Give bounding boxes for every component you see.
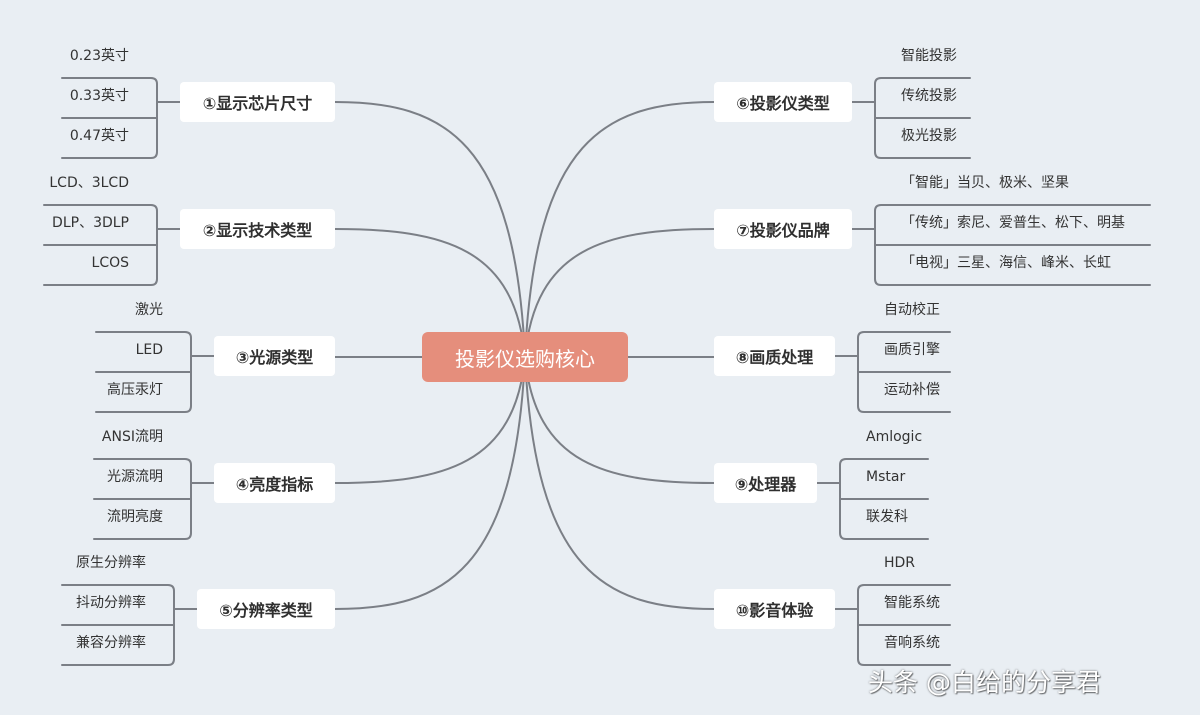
branch-8-item-1[interactable]: 自动校正 [884,302,940,318]
branch-4-topic[interactable]: ④亮度指标 [214,463,335,503]
branch-8-item-2[interactable]: 画质引擎 [884,342,940,358]
branch-2-item-3[interactable]: LCOS [91,255,129,271]
branch-2-item-1[interactable]: LCD、3LCD [49,175,129,191]
branch-2-item-2[interactable]: DLP、3DLP [52,215,129,231]
branch-6-item-3[interactable]: 极光投影 [901,128,957,144]
branch-9-item-1[interactable]: Amlogic [866,429,923,445]
branch-8-topic[interactable]: ⑧画质处理 [714,336,835,376]
watermark: 头条 @白给的分享君 [868,668,1101,697]
branch-10-connector [524,356,715,610]
branch-7-item-3[interactable]: 「电视」三星、海信、峰米、长虹 [901,255,1111,271]
branch-3-item-1[interactable]: 激光 [135,302,163,318]
branch-6-item-1[interactable]: 智能投影 [901,48,957,64]
branch-1-connector [334,101,526,358]
branch-2-connector [334,228,526,358]
branch-9-item-3[interactable]: 联发科 [866,509,908,525]
branch-5-item-2[interactable]: 抖动分辨率 [76,595,146,611]
branch-1-item-1[interactable]: 0.23英寸 [69,48,129,64]
branch-4-item-3[interactable]: 流明亮度 [107,509,163,525]
branch-10-item-1[interactable]: HDR [884,555,916,571]
branch-10-item-2[interactable]: 智能系统 [884,595,940,611]
branch-5-item-3[interactable]: 兼容分辨率 [76,635,146,651]
branch-6-connector [524,101,715,358]
branch-7-topic[interactable]: ⑦投影仪品牌 [714,209,852,249]
branch-5-connector [334,356,526,610]
branch-2-topic[interactable]: ②显示技术类型 [180,209,335,249]
branch-7-item-2[interactable]: 「传统」索尼、爱普生、松下、明基 [901,215,1125,231]
branch-4-item-1[interactable]: ANSI流明 [101,429,163,445]
branch-4-item-2[interactable]: 光源流明 [107,469,163,485]
branch-5-item-1[interactable]: 原生分辨率 [76,555,146,571]
branch-10-item-3[interactable]: 音响系统 [884,635,940,651]
branch-1-item-2[interactable]: 0.33英寸 [69,88,129,104]
branch-3-topic[interactable]: ③光源类型 [214,336,335,376]
branch-3-item-3[interactable]: 高压汞灯 [107,382,163,398]
branch-8-item-3[interactable]: 运动补偿 [884,382,940,398]
branch-9-topic[interactable]: ⑨处理器 [714,463,817,503]
branch-10-topic[interactable]: ⑩影音体验 [714,589,835,629]
branch-1-item-3[interactable]: 0.47英寸 [69,128,129,144]
branch-5-topic[interactable]: ⑤分辨率类型 [197,589,335,629]
branch-7-item-1[interactable]: 「智能」当贝、极米、坚果 [901,175,1069,191]
branch-4-connector [334,356,526,484]
branch-6-item-2[interactable]: 传统投影 [901,88,957,104]
central-topic[interactable]: 投影仪选购核心 [422,332,628,382]
branch-9-item-2[interactable]: Mstar [866,469,906,485]
branch-6-topic[interactable]: ⑥投影仪类型 [714,82,852,122]
branch-3-item-2[interactable]: LED [135,342,163,358]
branch-9-connector [524,356,715,484]
branch-7-connector [524,228,715,358]
branch-1-topic[interactable]: ①显示芯片尺寸 [180,82,335,122]
